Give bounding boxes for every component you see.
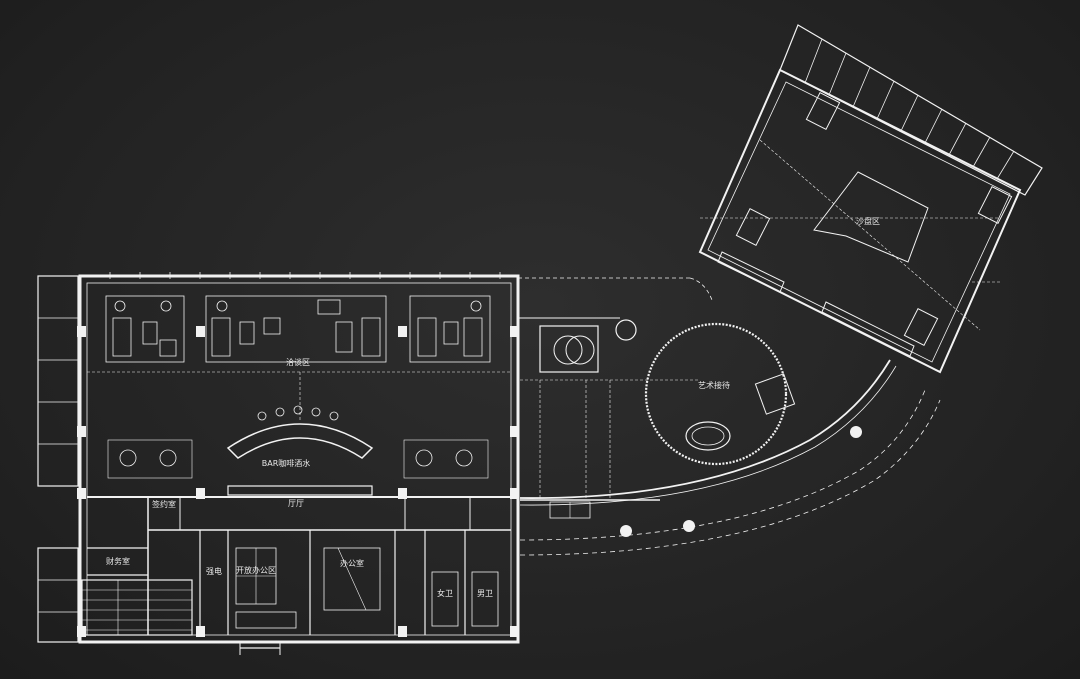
- interior-walls: [87, 371, 511, 635]
- main-outer-wall: [78, 274, 520, 644]
- bar-label: BAR咖啡酒水: [262, 458, 311, 468]
- top-window-ticks: [109, 272, 501, 279]
- negotiation-area-furniture: [105, 295, 491, 363]
- office-furniture: [323, 547, 499, 627]
- sand-table-pavilion: [698, 24, 1043, 374]
- stairs: [81, 579, 193, 636]
- connector-wing: [518, 277, 941, 556]
- main-inner-wall: [86, 282, 512, 636]
- negotiation-label: 洽谈区: [286, 357, 310, 367]
- sand-table-label: 沙盘区: [856, 216, 880, 226]
- finance-room-label: 财务室: [106, 556, 130, 566]
- room-labels: 洽谈区 BAR咖啡酒水 厅厅 签约室 财务室 强电 开放办公区 办公室 女卫 男…: [106, 216, 880, 598]
- west-terrace: [37, 275, 79, 643]
- mens-restroom-label: 男卫: [477, 589, 493, 598]
- entry-door: [239, 642, 281, 655]
- main-building: [37, 272, 520, 655]
- office-label: 办公室: [340, 558, 364, 568]
- bar-counter: [226, 405, 374, 496]
- open-office-label: 开放办公区: [236, 565, 276, 575]
- art-reception-label: 艺术接待: [698, 380, 730, 390]
- cafe-tables: [107, 439, 489, 479]
- contract-room-label: 签约室: [152, 499, 176, 509]
- open-office-desks: [235, 547, 297, 629]
- womens-restroom-label: 女卫: [437, 588, 453, 598]
- lobby-label: 厅厅: [288, 499, 304, 508]
- elevator-label: 强电: [206, 566, 222, 576]
